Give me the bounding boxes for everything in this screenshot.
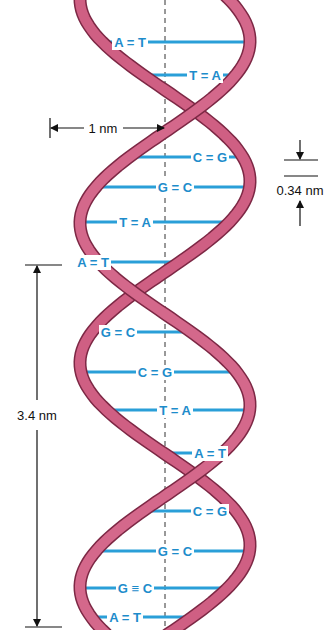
base-pair-label: G = C [99, 325, 137, 340]
strand-ribbon [80, 0, 250, 630]
strand-outline [80, 0, 250, 630]
base-pair-label: G = C [156, 544, 194, 559]
base-pair-label: T = A [117, 215, 153, 230]
dimension-label: 3.4 nm [15, 408, 59, 423]
strand-outline [80, 0, 250, 630]
dimension-arrow [36, 266, 37, 400]
base-pair-label: C = G [136, 365, 174, 380]
base-pair-label: G = C [156, 180, 194, 195]
strand-ribbon [80, 0, 250, 630]
dimension-tick [25, 626, 62, 627]
base-pair-line [80, 221, 230, 224]
base-pair-label: A = T [107, 610, 143, 625]
base-pair-label: T = A [187, 68, 223, 83]
base-pair-label: A = T [192, 446, 228, 461]
base-pair-label: G ≡ C [116, 581, 154, 596]
dimension-arrow [299, 201, 300, 226]
base-pair-label: C = G [191, 150, 229, 165]
dimension-arrow [123, 127, 164, 128]
dimension-tick [284, 175, 318, 176]
dimension-arrow [36, 430, 37, 626]
base-pair-label: T = A [157, 403, 193, 418]
dimension-arrow [299, 140, 300, 159]
base-pair-label: C = G [191, 504, 229, 519]
dimension-label: 1 nm [87, 121, 120, 136]
dimension-arrow [51, 127, 84, 128]
base-pair-label: A = T [112, 35, 148, 50]
base-pair-label: A = T [75, 255, 111, 270]
dimension-tick [25, 264, 62, 265]
dimension-label: 0.34 nm [275, 183, 326, 198]
dimension-tick [49, 118, 50, 138]
dimension-tick [284, 159, 318, 160]
